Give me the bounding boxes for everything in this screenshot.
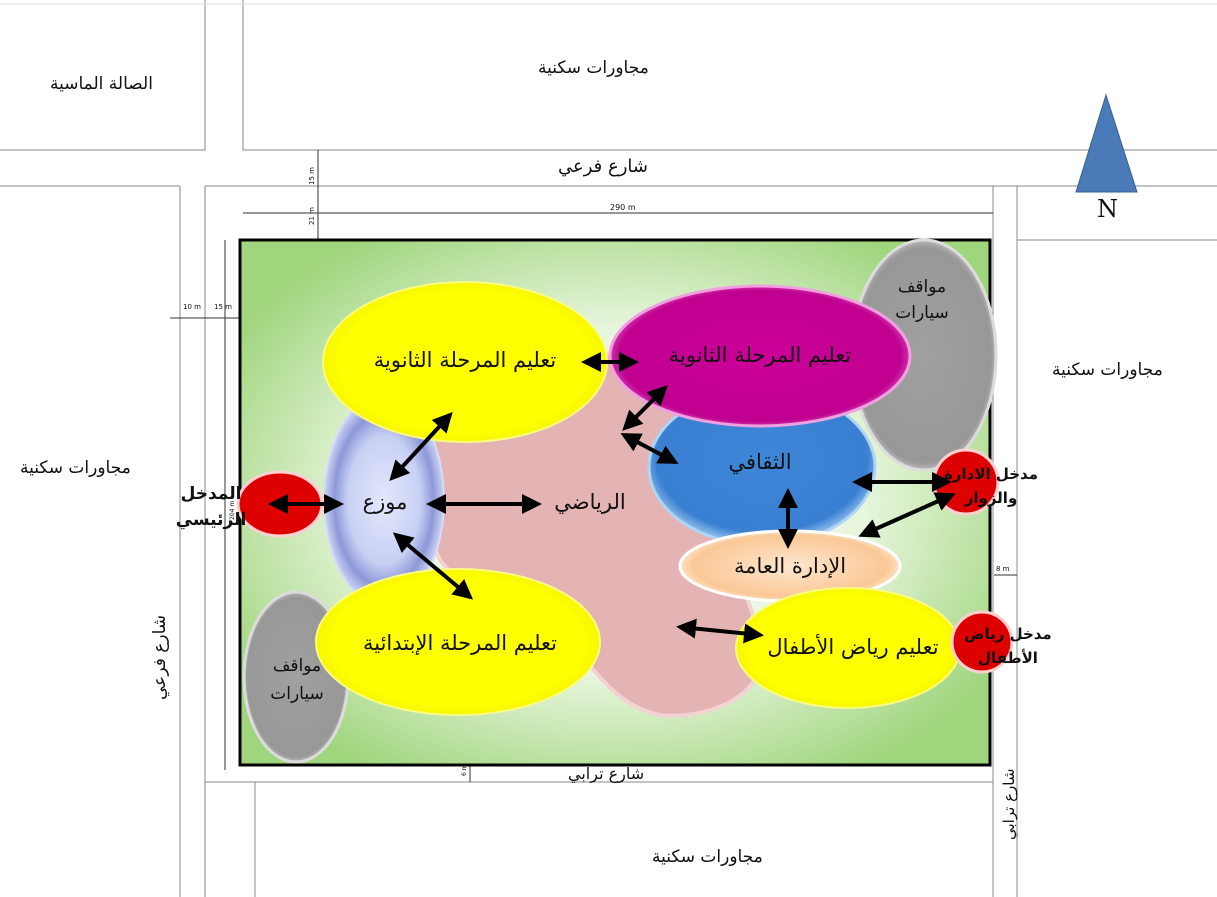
east-street-label: شارع ترابي xyxy=(1000,768,1018,840)
sports-label: الرياضي xyxy=(554,490,626,514)
relationship-arrows xyxy=(268,352,956,644)
south-street-label: شارع ترابي xyxy=(568,764,645,783)
residential-north-label: مجاورات سكنية xyxy=(538,58,649,78)
parking-top-label: مواقف سيارات xyxy=(895,277,949,323)
distributor-label: موزع xyxy=(362,490,408,514)
secondary-education-magenta-label: تعليم المرحلة الثانوية xyxy=(668,343,852,367)
cultural-label: الثقافي xyxy=(728,450,792,474)
north-label: N xyxy=(1097,195,1118,223)
main-entrance-label: المدخل الرئيسي xyxy=(175,484,247,530)
north-setback-dim-1: 15 m xyxy=(308,167,316,185)
north-arrow-icon xyxy=(1075,93,1138,193)
admin-entrance-label: مدخل الادارة والزوار xyxy=(943,465,1038,507)
west-setback-dim-1: 10 m xyxy=(183,303,201,311)
kindergarten-label: تعليم رياض الأطفال xyxy=(767,635,939,659)
residential-east-label: مجاورات سكنية xyxy=(1052,360,1163,380)
dimension-lines xyxy=(170,150,1017,782)
west-setback-dim-2: 15 m xyxy=(214,303,232,311)
residential-west-label: مجاورات سكنية xyxy=(20,458,131,478)
south-setback-dim: 6 m xyxy=(461,764,468,776)
kindergarten-entrance-shape xyxy=(950,610,1014,674)
primary-education-label: تعليم المرحلة الإبتدائية xyxy=(362,631,558,655)
parking-bottom-label: مواقف سيارات xyxy=(270,656,324,704)
width-top-dim: 290 m xyxy=(610,203,636,212)
north-setback-dim-2: 21 m xyxy=(308,207,316,225)
administration-label: الإدارة العامة xyxy=(733,554,847,578)
secondary-education-yellow-label: تعليم المرحلة الثانوية xyxy=(373,348,557,372)
diamond-hall-label: الصالة الماسية xyxy=(50,74,153,94)
kindergarten-entrance-label: مدخل رياض الأطفال xyxy=(964,625,1052,667)
north-street-label: شارع فرعي xyxy=(558,156,648,177)
west-street-label: شارع فرعي xyxy=(150,615,170,700)
east-setback-dim: 8 m xyxy=(996,565,1010,573)
residential-south-label: مجاورات سكنية xyxy=(652,847,763,867)
